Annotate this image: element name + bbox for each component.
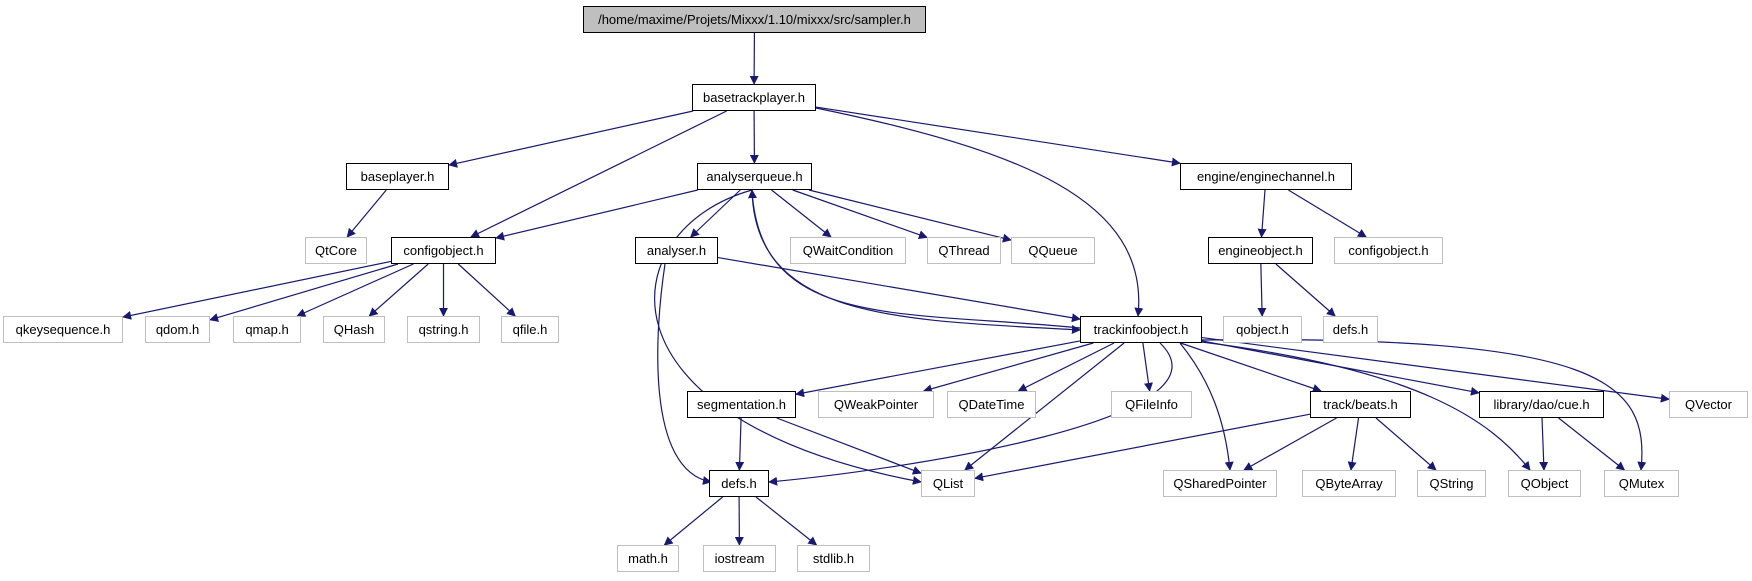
node-qweakpointer: QWeakPointer (818, 391, 934, 418)
edge-trackinfoobject-to-defs (768, 342, 1173, 486)
node-qsharedpointer: QSharedPointer (1163, 470, 1277, 497)
node-qvector: QVector (1669, 391, 1748, 418)
edge-basetrackplayer-to-trackinfoobject (815, 107, 1144, 317)
node-qhash: QHash (323, 316, 385, 343)
node-beats[interactable]: track/beats.h (1310, 391, 1411, 418)
node-segmentation[interactable]: segmentation.h (687, 391, 796, 418)
edge-beats-to-qstring (1375, 417, 1437, 471)
edge-basetrackplayer-to-enginechannel (815, 106, 1181, 167)
edge-analyserqueue-to-qqueue (808, 189, 1012, 243)
edge-analyser-to-defs (657, 263, 712, 485)
node-qtcore: QtCore (305, 237, 367, 264)
edge-trackinfoobject-to-beats (1180, 342, 1322, 393)
node-analyser[interactable]: analyser.h (635, 237, 718, 264)
node-qqueue: QQueue (1011, 237, 1095, 264)
node-basetrackplayer[interactable]: basetrackplayer.h (692, 84, 816, 111)
edge-layer (122, 32, 1670, 546)
node-qfile: qfile.h (501, 316, 559, 343)
node-configobject[interactable]: configobject.h (391, 237, 496, 264)
edge-cue-to-qobject (1539, 417, 1549, 471)
node-qstringh: qstring.h (407, 316, 480, 343)
node-configobject2: configobject.h (1334, 237, 1443, 264)
edge-trackinfoobject-to-qweakpointer (922, 342, 1094, 394)
edge-beats-to-qlist (974, 413, 1311, 482)
edge-enginechannel-to-configobject2 (1288, 189, 1367, 238)
edge-defs-to-stdlib (755, 496, 818, 546)
edge-configobject-to-qmap (296, 263, 414, 317)
edge-configobject-to-qkeysequence (122, 260, 392, 320)
edge-baseplayer-to-qtcore (346, 189, 387, 238)
node-qmutex: QMutex (1604, 470, 1679, 497)
edge-basetrackplayer-to-configobject (470, 110, 727, 238)
edge-configobject-to-qfile (457, 263, 516, 317)
node-engineobject[interactable]: engineobject.h (1208, 237, 1313, 264)
edge-trackinfoobject-to-analyserqueue (747, 189, 1081, 329)
edge-cue-to-qmutex (1558, 417, 1626, 471)
edge-trackinfoobject-to-segmentation (795, 340, 1081, 398)
node-iostream: iostream (703, 545, 776, 572)
edge-defs-to-math (663, 496, 724, 546)
node-trackinfoobject[interactable]: trackinfoobject.h (1080, 316, 1202, 343)
edge-trackinfoobject-to-qvector (1201, 336, 1670, 403)
edge-beats-to-qbytearray (1347, 417, 1360, 471)
node-enginechannel[interactable]: engine/enginechannel.h (1180, 163, 1352, 190)
node-qthread: QThread (927, 237, 1001, 264)
edge-enginechannel-to-engineobject (1257, 189, 1267, 238)
edge-configobject-to-qhash (368, 263, 429, 317)
edge-trackinfoobject-to-qdatetime (1017, 342, 1115, 392)
edge-engineobject-to-defsext (1275, 263, 1336, 317)
node-qobject: QObject (1508, 470, 1581, 497)
node-defs[interactable]: defs.h (709, 470, 769, 497)
node-qkeysequence: qkeysequence.h (3, 316, 123, 343)
node-qmap: qmap.h (233, 316, 301, 343)
node-qdatetime: QDateTime (947, 391, 1036, 418)
node-defsext: defs.h (1323, 316, 1378, 343)
node-qbytearray: QByteArray (1302, 470, 1396, 497)
node-analyserqueue[interactable]: analyserqueue.h (697, 163, 812, 190)
edge-basetrackplayer-to-baseplayer (448, 110, 694, 168)
node-qdom: qdom.h (145, 316, 210, 343)
edge-trackinfoobject-to-qsharedpointer (1179, 342, 1234, 471)
node-qfileinfo: QFileInfo (1111, 391, 1192, 418)
node-math: math.h (617, 545, 679, 572)
edge-analyser-to-trackinfoobject (717, 256, 1081, 323)
edge-trackinfoobject-to-qobject (1201, 341, 1531, 471)
edge-engineobject-to-qobjecth (1257, 263, 1267, 317)
edge-analyserqueue-to-configobject (495, 189, 698, 241)
edge-trackinfoobject-to-qfileinfo (1142, 342, 1153, 392)
node-cue[interactable]: library/dao/cue.h (1479, 391, 1604, 418)
edge-analyserqueue-to-analyser (690, 189, 741, 238)
node-stdlib: stdlib.h (797, 545, 870, 572)
edge-segmentation-to-defs (735, 417, 745, 471)
edge-analyserqueue-to-qlist (654, 189, 922, 485)
edge-analyserqueue-to-qthread (792, 189, 928, 239)
node-qlist: QList (921, 470, 975, 497)
node-qwaitcondition: QWaitCondition (790, 237, 906, 264)
edge-segmentation-to-qlist (776, 417, 922, 475)
node-baseplayer[interactable]: baseplayer.h (346, 163, 449, 190)
node-qobjecth: qobject.h (1223, 316, 1302, 343)
edge-beats-to-qsharedpointer (1243, 417, 1337, 471)
node-sampler[interactable]: /home/maxime/Projets/Mixxx/1.10/mixxx/sr… (583, 6, 926, 33)
node-qstring: QString (1417, 470, 1486, 497)
edge-configobject-to-qdom (209, 263, 399, 322)
edge-analyserqueue-to-qwaitcondition (771, 189, 832, 238)
